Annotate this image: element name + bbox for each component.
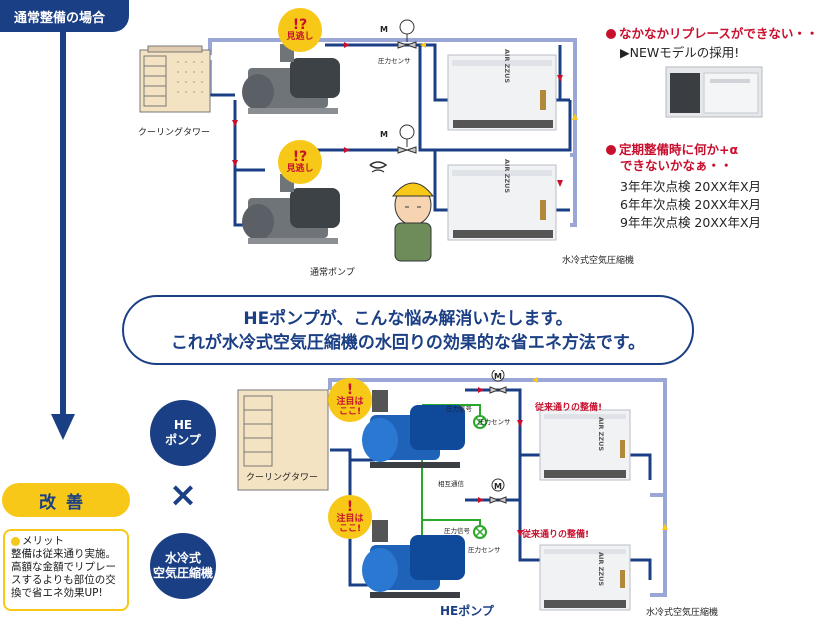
- bullet-icon: [606, 145, 616, 155]
- merit-box: メリット 整備は従来通り実施。高額な金額でリプレースするよりも部位の交換で省エネ…: [3, 529, 129, 611]
- valve-label: M: [494, 482, 502, 491]
- pressure-sensor-label: 圧力センサ: [478, 418, 511, 426]
- attention-badge: ! 注目は ここ!: [328, 495, 372, 539]
- merit-dot-icon: [11, 537, 20, 546]
- he-pump-icon: [362, 390, 465, 468]
- attention-badge: ! 注目は ここ!: [328, 378, 372, 422]
- brand-label: AIR ZZUS: [503, 158, 512, 194]
- he-pump-icon: [362, 520, 465, 598]
- kaizen-label: 改善: [39, 492, 93, 513]
- maintenance-note: 定期整備時に何か+α できないかなぁ・・ 3年年次点検 20XX年X月 6年年次…: [606, 142, 822, 232]
- replace-note: なかなかリプレースができない・・ ▶NEWモデルの採用!: [606, 26, 822, 62]
- compressor-icon: [447, 164, 557, 241]
- valve-label: M: [380, 130, 388, 139]
- banner-line1: HEポンプが、こんな悩み解消いたします。: [243, 309, 573, 329]
- worker-icon: [369, 161, 435, 262]
- normal-pump-icon: [242, 174, 340, 244]
- normal-system-diagram: [139, 19, 578, 262]
- compressor-circle: 水冷式 空気圧縮機: [150, 533, 216, 599]
- mutual-signal-label: 相互通信: [438, 480, 464, 488]
- maintenance-label: 従来通りの整備!: [535, 403, 603, 413]
- pressure-signal-label: 圧力信号: [446, 405, 472, 413]
- pressure-sensor-icon: [473, 525, 487, 539]
- schedule-item: 6年年次点検 20XX年X月: [620, 197, 762, 212]
- brand-label: AIR ZZUS: [597, 416, 606, 452]
- motor-valve-icon: [489, 370, 507, 394]
- pressure-sensor-icon: [473, 415, 487, 429]
- compressor-label: 水冷式空気圧縮機: [562, 256, 635, 266]
- normal-pump-label: 通常ポンプ: [310, 268, 355, 278]
- banner-line2: これが水冷式空気圧縮機の水回りの効果的な省エネ方法です。: [170, 333, 646, 353]
- motor-valve-icon: [397, 124, 417, 154]
- pressure-sensor-label: 圧力センサ: [468, 546, 501, 554]
- maintenance-label: 従来通りの整備!: [522, 530, 590, 540]
- cooling-tower-label: クーリングタワー: [246, 473, 319, 483]
- warning-badge: !? 見逃し: [278, 8, 322, 52]
- motor-valve-icon: [397, 19, 417, 49]
- section-title: 通常整備の場合: [14, 10, 106, 26]
- kaizen-badge: 改善: [2, 483, 130, 517]
- times-icon: ×: [168, 475, 198, 515]
- pressure-signal-label: 圧力信号: [444, 527, 470, 535]
- warning-badge: !? 見逃し: [278, 140, 322, 184]
- he-pump-circle: HE ポンプ: [150, 400, 216, 466]
- compressor-icon: [539, 544, 631, 611]
- he-pump-label: HEポンプ: [440, 604, 494, 618]
- compressor-icon: [447, 54, 557, 131]
- compressor-label: 水冷式空気圧縮機: [646, 608, 719, 618]
- schedule-item: 3年年次点検 20XX年X月: [620, 179, 762, 194]
- motor-valve-icon: [489, 478, 507, 504]
- schedule-item: 9年年次点検 20XX年X月: [620, 215, 762, 230]
- cooling-tower-icon: [139, 45, 211, 113]
- cooling-tower-icon: [237, 389, 329, 491]
- normal-pump-icon: [242, 44, 340, 114]
- message-banner: HEポンプが、こんな悩み解消いたします。 これが水冷式空気圧縮機の水回りの効果的…: [122, 295, 694, 365]
- cooling-tower-label: クーリングタワー: [138, 128, 211, 138]
- valve-label: M: [380, 25, 388, 34]
- bullet-icon: [606, 29, 616, 39]
- section-tab-normal-maintenance: 通常整備の場合: [0, 0, 129, 32]
- valve-label: M: [494, 372, 502, 381]
- brand-label: AIR ZZUS: [597, 551, 606, 587]
- brand-label: AIR ZZUS: [503, 48, 512, 84]
- pressure-sensor-label: 圧力センサ: [378, 57, 411, 65]
- merit-body: 整備は従来通り実施。高額な金額でリプレースするよりも部位の交換で省エネ効果UP!: [11, 548, 116, 599]
- compressor-icon: [539, 409, 631, 481]
- merit-title: メリット: [11, 535, 121, 548]
- new-model-image: [665, 66, 763, 118]
- down-arrow-icon: [51, 32, 75, 440]
